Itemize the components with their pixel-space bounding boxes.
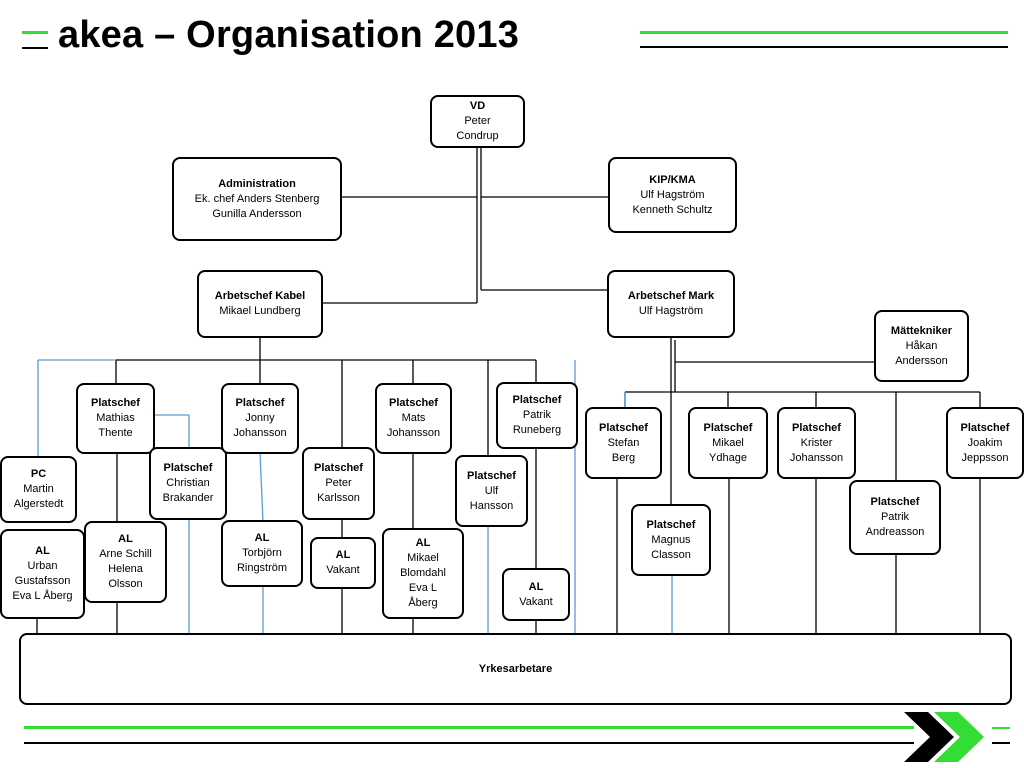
platschef-christian-names: Christian Brakander	[162, 477, 214, 504]
al-mikael-names: Mikael Blomdahl Eva L Åberg	[400, 552, 446, 609]
al-torbjorn-box: AL Torbjörn Ringström	[221, 520, 303, 587]
platschef-mikael-ydhage-title: Platschef	[703, 421, 753, 434]
platschef-mats-names: Mats Johansson	[386, 412, 441, 439]
mattekniker-names: Håkan Andersson	[895, 339, 948, 367]
platschef-jonny-title: Platschef	[235, 397, 285, 409]
header-accent-line-right	[640, 31, 1008, 34]
arbetschef-kabel-title: Arbetschef Kabel	[214, 290, 306, 302]
mattekniker-title: Mättekniker	[890, 324, 953, 337]
platschef-krister-box: Platschef Krister Johansson	[777, 407, 856, 479]
platschef-mikael-ydhage-box: Platschef Mikael Ydhage	[688, 407, 768, 479]
vd-title: VD	[469, 100, 486, 112]
platschef-peter-title: Platschef	[314, 462, 363, 474]
al-mikael-title: AL	[415, 537, 431, 549]
platschef-patrik-runeberg-names: Patrik Runeberg	[512, 409, 562, 436]
platschef-patrik-runeberg-title: Platschef	[512, 394, 562, 406]
footer-dark-line-right	[992, 742, 1010, 744]
al-vakant-kabel-box: AL Vakant	[310, 537, 376, 589]
al-arne-box: AL Arne Schill Helena Olsson	[84, 521, 167, 603]
al-mikael-box: AL Mikael Blomdahl Eva L Åberg	[382, 528, 464, 619]
platschef-christian-title: Platschef	[163, 462, 213, 474]
yrkesarbetare-box: Yrkesarbetare	[19, 633, 1012, 705]
platschef-mathias-names: Mathias Thente	[96, 412, 135, 439]
platschef-krister-title: Platschef	[792, 421, 841, 434]
platschef-patrik-andreasson-names: Patrik Andreasson	[865, 511, 925, 538]
page-title: akea – Organisation 2013	[58, 14, 520, 56]
platschef-jonny-names: Jonny Johansson	[233, 412, 287, 439]
al-arne-title: AL	[118, 533, 133, 545]
platschef-patrik-andreasson-box: Platschef Patrik Andreasson	[849, 480, 941, 555]
platschef-mats-title: Platschef	[389, 397, 438, 409]
platschef-magnus-names: Magnus Classon	[651, 533, 691, 561]
al-vakant-runeberg-title: AL	[528, 580, 544, 593]
platschef-stefan-names: Stefan Berg	[607, 436, 640, 464]
platschef-joakim-box: Platschef Joakim Jeppsson	[946, 407, 1024, 479]
al-torbjorn-title: AL	[254, 532, 270, 544]
arbetschef-kabel-box: Arbetschef Kabel Mikael Lundberg	[197, 270, 323, 338]
footer-accent-line	[24, 726, 914, 729]
platschef-mikael-ydhage-names: Mikael Ydhage	[709, 436, 747, 464]
platschef-joakim-title: Platschef	[960, 421, 1010, 434]
platschef-stefan-box: Platschef Stefan Berg	[585, 407, 662, 479]
header-accent-line-left	[22, 31, 48, 34]
platschef-jonny-box: Platschef Jonny Johansson	[221, 383, 299, 454]
al-vakant-runeberg-box: AL Vakant	[502, 568, 570, 621]
platschef-peter-box: Platschef Peter Karlsson	[302, 447, 375, 520]
al-urban-title: AL	[35, 545, 50, 557]
chevron-arrows-icon	[904, 712, 984, 762]
pc-box: PC Martin Algerstedt	[0, 456, 77, 523]
platschef-magnus-title: Platschef	[646, 518, 696, 531]
yrkesarbetare-title: Yrkesarbetare	[478, 662, 553, 675]
arbetschef-kabel-names: Mikael Lundberg	[219, 305, 301, 317]
platschef-stefan-title: Platschef	[599, 421, 648, 434]
administration-title: Administration	[218, 177, 296, 190]
platschef-ulf-names: Ulf Hansson	[469, 484, 514, 512]
platschef-krister-names: Krister Johansson	[789, 436, 844, 464]
platschef-mathias-title: Platschef	[91, 397, 140, 409]
kip-kma-names: Ulf Hagström Kenneth Schultz	[632, 188, 713, 216]
footer-accent-line-right	[992, 727, 1010, 729]
header-dark-line-right	[640, 46, 1008, 48]
al-urban-box: AL Urban Gustafsson Eva L Åberg	[0, 529, 85, 619]
platschef-mats-box: Platschef Mats Johansson	[375, 383, 452, 454]
vd-names: Peter Condrup	[456, 115, 499, 142]
platschef-peter-names: Peter Karlsson	[317, 477, 360, 504]
administration-box: Administration Ek. chef Anders Stenberg …	[172, 157, 342, 241]
platschef-ulf-title: Platschef	[467, 469, 516, 482]
al-arne-names: Arne Schill Helena Olsson	[99, 548, 152, 590]
al-vakant-runeberg-names: Vakant	[519, 595, 553, 608]
vd-box: VD Peter Condrup	[430, 95, 525, 148]
platschef-patrik-runeberg-box: Platschef Patrik Runeberg	[496, 382, 578, 449]
arbetschef-mark-names: Ulf Hagström	[638, 305, 704, 317]
administration-names: Ek. chef Anders Stenberg Gunilla Anderss…	[194, 192, 320, 220]
platschef-christian-box: Platschef Christian Brakander	[149, 447, 227, 520]
mattekniker-box: Mättekniker Håkan Andersson	[874, 310, 969, 382]
platschef-joakim-names: Joakim Jeppsson	[961, 436, 1009, 464]
footer-dark-line	[24, 742, 914, 744]
al-vakant-kabel-names: Vakant	[326, 564, 360, 576]
al-vakant-kabel-title: AL	[335, 549, 351, 561]
platschef-ulf-box: Platschef Ulf Hansson	[455, 455, 528, 527]
pc-title: PC	[30, 468, 47, 480]
al-urban-names: Urban Gustafsson Eva L Åberg	[12, 560, 73, 602]
header-dark-line-left	[22, 47, 48, 49]
arbetschef-mark-title: Arbetschef Mark	[627, 290, 715, 302]
platschef-magnus-box: Platschef Magnus Classon	[631, 504, 711, 576]
kip-kma-box: KIP/KMA Ulf Hagström Kenneth Schultz	[608, 157, 737, 233]
pc-names: Martin Algerstedt	[13, 483, 64, 510]
al-torbjorn-names: Torbjörn Ringström	[236, 547, 288, 574]
arbetschef-mark-box: Arbetschef Mark Ulf Hagström	[607, 270, 735, 338]
kip-kma-title: KIP/KMA	[649, 173, 696, 186]
platschef-patrik-andreasson-title: Platschef	[870, 496, 920, 508]
platschef-mathias-box: Platschef Mathias Thente	[76, 383, 155, 454]
